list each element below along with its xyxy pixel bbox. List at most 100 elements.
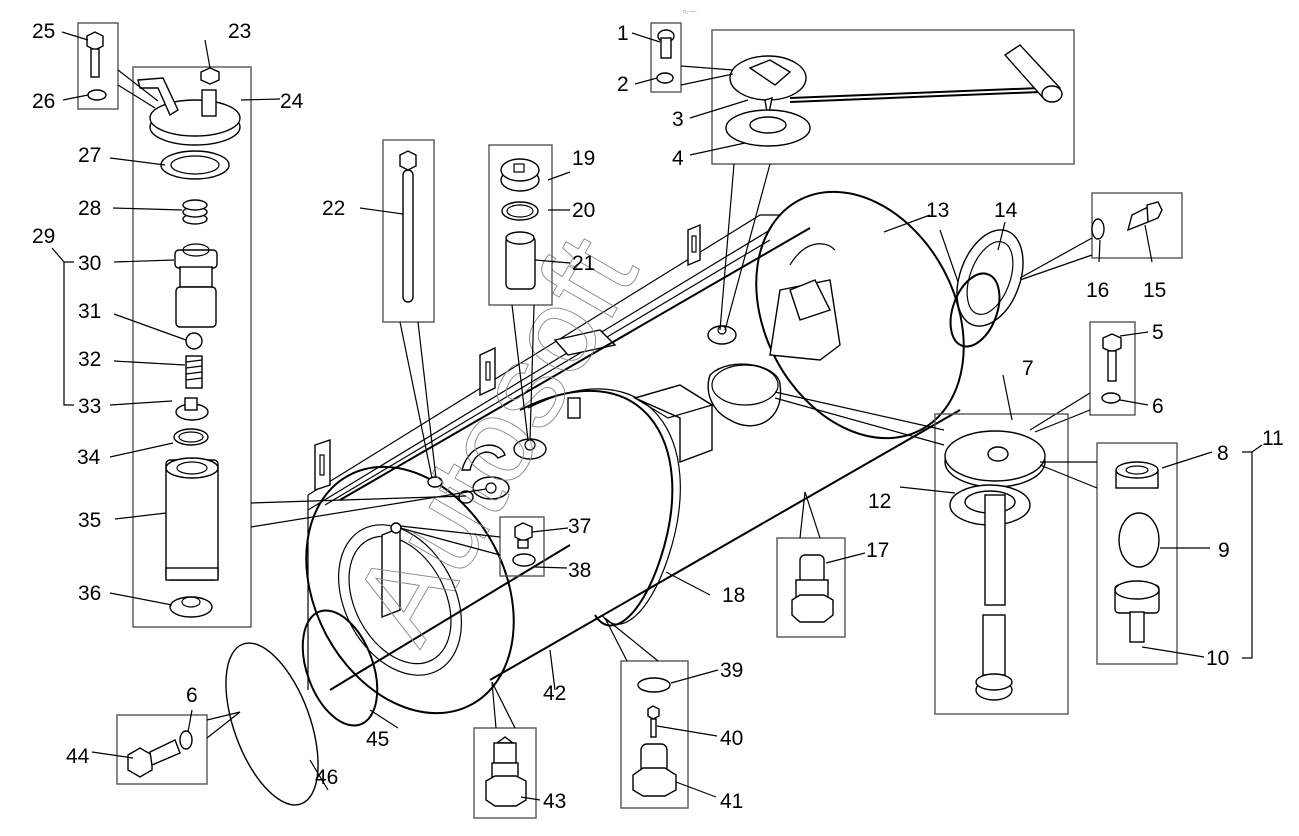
valve-icon: [791, 554, 834, 623]
gasket-icon: [725, 109, 811, 147]
callout-25: 25: [32, 20, 55, 43]
screw-washer-box-1-2: [650, 22, 682, 93]
intake-flange-icon: [944, 430, 1046, 488]
bolt-icon: [86, 31, 104, 78]
end-cover-icon: [225, 642, 319, 806]
bolt-icon: [1126, 201, 1163, 232]
washer-icon: [87, 89, 107, 101]
bracket-29: [63, 261, 74, 406]
callout-10: 10: [1206, 647, 1229, 670]
callout-8: 8: [1217, 442, 1229, 465]
bolt-washer-box-25-26: [77, 22, 119, 110]
ball-icon: [185, 332, 203, 350]
callout-18: 18: [722, 584, 745, 607]
callout-19: 19: [572, 147, 595, 170]
callout-labels: 1 2 3 4 5 6 7 8 9 10 11 12 13 14 15 16 1…: [32, 20, 1284, 813]
callout-30: 30: [78, 252, 101, 275]
screw-icon: [647, 705, 660, 738]
bracket-11: [1242, 451, 1253, 659]
callout-6b: 6: [186, 684, 198, 707]
seal-ring-icon: [949, 272, 1001, 348]
cover-flange-icon: [956, 229, 1024, 327]
fuel-level-sender-icon: [729, 44, 1063, 119]
spring-icon: [185, 355, 203, 389]
callout-37: 37: [568, 515, 591, 538]
intake-tube-icon: [975, 494, 1013, 701]
callout-13: 13: [926, 199, 949, 222]
callout-26: 26: [32, 90, 55, 113]
callout-11: 11: [1262, 427, 1284, 450]
tank-top-fittings: [427, 243, 841, 504]
callout-28: 28: [78, 197, 101, 220]
callout-9: 9: [1218, 539, 1230, 562]
callout-5: 5: [1152, 321, 1164, 344]
callout-6: 6: [1152, 395, 1164, 418]
svg-text:Autosoft: Autosoft: [326, 215, 662, 663]
plug-icon: [514, 522, 533, 549]
callout-29: 29: [32, 225, 55, 248]
callout-33: 33: [78, 395, 101, 418]
leader-lines-left: [61, 31, 487, 606]
bolt-washer-box-5-6: [1089, 321, 1136, 416]
callout-27: 27: [78, 144, 101, 167]
filter-assembly-box: [132, 66, 252, 628]
callout-44: 44: [66, 745, 90, 768]
filler-box: [488, 144, 553, 306]
seal-ring-icon: [301, 609, 379, 727]
strainer-housing-icon: [1114, 580, 1160, 643]
spring-icon: [182, 199, 208, 225]
valve-icon: [485, 736, 527, 807]
callout-1: 1: [617, 22, 629, 45]
sender-box: [711, 29, 1075, 165]
o-ring-icon: [637, 677, 671, 693]
watermark: Autosoft: [326, 214, 663, 663]
callout-43: 43: [543, 790, 566, 813]
washer-icon: [512, 553, 536, 567]
callout-35: 35: [78, 509, 101, 532]
plug-washer-box: [499, 516, 545, 577]
callout-21: 21: [572, 252, 595, 275]
filter-element-icon: [165, 457, 219, 581]
washer-icon: [656, 72, 674, 84]
callout-2: 2: [617, 73, 629, 96]
valve-body-icon: [174, 243, 218, 328]
callout-23: 23: [228, 20, 251, 43]
callout-32: 32: [78, 348, 101, 371]
callout-45: 45: [366, 728, 389, 751]
strainer-box: [1096, 442, 1178, 665]
washer-icon: [1091, 218, 1105, 240]
mounting-frame: [307, 214, 780, 690]
callout-22: 22: [322, 197, 345, 220]
dipstick-box: [382, 139, 435, 323]
drain-plug-icon: [632, 743, 677, 797]
washer-icon: [179, 730, 193, 750]
bolt-icon: [127, 739, 181, 778]
drain-box: [620, 660, 689, 809]
fuel-tank: [305, 190, 965, 715]
mesh-strainer-icon: [1118, 512, 1160, 568]
valve-box-43: [473, 727, 537, 819]
callout-34: 34: [77, 446, 101, 469]
callout-14: 14: [994, 199, 1018, 222]
callout-41: 41: [720, 790, 743, 813]
washer-icon: [1101, 392, 1121, 404]
header-code: □₂ ──: [683, 9, 697, 15]
callout-39: 39: [720, 659, 743, 682]
callout-4: 4: [672, 147, 684, 170]
callout-46: 46: [315, 766, 338, 789]
callout-15: 15: [1143, 279, 1166, 302]
callout-3: 3: [672, 108, 684, 131]
callout-40: 40: [720, 727, 743, 750]
bolt-washer-box-44-6: [116, 714, 208, 785]
screw-icon: [657, 29, 675, 59]
filler-strainer-icon: [505, 231, 536, 290]
callout-24: 24: [280, 90, 304, 113]
filter-cover-icon: [137, 67, 241, 146]
callout-16: 16: [1086, 279, 1109, 302]
callout-7: 7: [1022, 357, 1034, 380]
intake-box: [934, 413, 1069, 715]
callout-12: 12: [868, 490, 891, 513]
filler-cap-icon: [500, 158, 540, 192]
callout-20: 20: [572, 199, 595, 222]
